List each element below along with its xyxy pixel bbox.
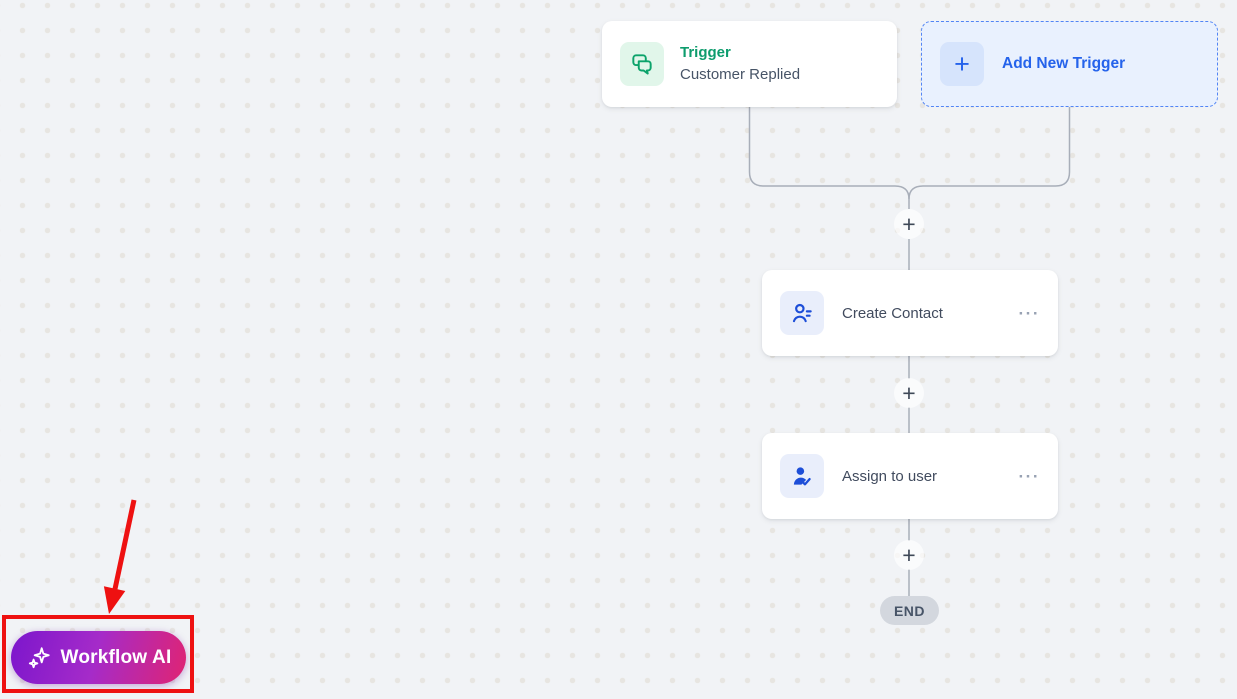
plus-glyph: + [902,379,916,406]
add-step-button-2[interactable]: + [894,378,924,408]
plus-icon: + [940,42,984,86]
plus-glyph: + [902,210,916,237]
add-step-button-3[interactable]: + [894,540,924,570]
trigger-node-texts: Trigger Customer Replied [680,42,800,86]
ellipsis-menu-icon[interactable]: ··· [1018,303,1040,323]
create-contact-node-card[interactable]: Create Contact ··· [762,270,1058,356]
workflow-ai-button[interactable]: Workflow AI [11,631,186,684]
assign-to-user-label: Assign to user [842,467,938,485]
create-contact-label: Create Contact [842,304,943,322]
add-step-button-1[interactable]: + [894,209,924,239]
trigger-node-subtitle: Customer Replied [680,66,801,83]
trigger-node-card[interactable]: Trigger Customer Replied [602,21,897,107]
sparkles-icon [26,645,52,671]
contact-person-icon [780,291,824,335]
workflow-ai-button-label: Workflow AI [60,646,172,668]
add-new-trigger-button[interactable]: + Add New Trigger [921,21,1218,107]
ellipsis-menu-icon[interactable]: ··· [1018,466,1040,486]
add-new-trigger-label: Add New Trigger [1002,55,1126,72]
plus-glyph: + [902,541,916,568]
end-node: END [880,596,939,625]
assign-user-icon [780,454,824,498]
chat-bubbles-icon [620,42,664,86]
end-node-label: END [893,602,926,619]
plus-glyph: + [954,48,970,79]
assign-to-user-node-card[interactable]: Assign to user ··· [762,433,1058,519]
trigger-node-title: Trigger [680,44,731,62]
